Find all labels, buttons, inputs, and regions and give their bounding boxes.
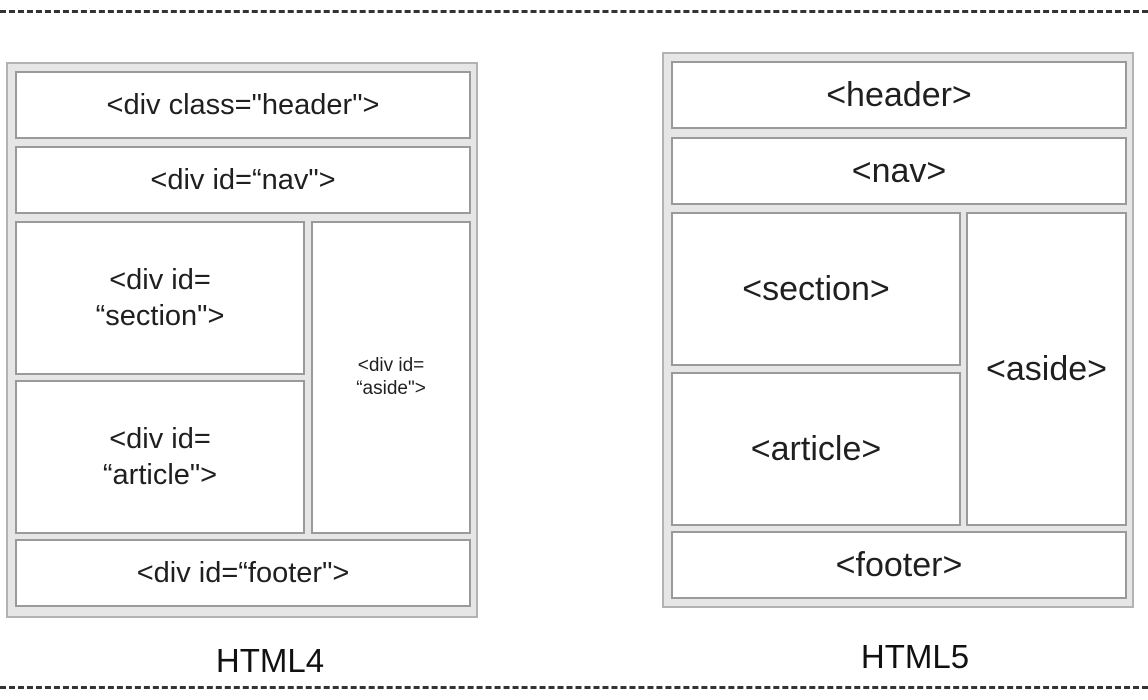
html5-caption: HTML5 <box>860 638 970 675</box>
html5-header-box: <header> <box>671 61 1127 129</box>
html4-section-box: <div id= “section"> <box>15 221 305 375</box>
html4-nav-box: <div id=“nav"> <box>15 146 471 214</box>
html4-layout-diagram: <div class="header"> <div id=“nav"> <div… <box>6 62 478 618</box>
html4-article-box: <div id= “article"> <box>15 380 305 534</box>
html5-layout-diagram: <header> <nav> <section> <article> <asid… <box>662 52 1134 608</box>
html5-aside-box: <aside> <box>966 212 1127 526</box>
html4-header-box: <div class="header"> <box>15 71 471 139</box>
html5-article-box: <article> <box>671 372 961 526</box>
html5-section-box: <section> <box>671 212 961 366</box>
html5-footer-box: <footer> <box>671 531 1127 599</box>
html4-aside-box: <div id= “aside"> <box>311 221 471 534</box>
bottom-dashed-separator <box>0 686 1148 689</box>
html4-caption: HTML4 <box>215 642 325 679</box>
html5-nav-box: <nav> <box>671 137 1127 205</box>
top-dashed-separator <box>0 10 1148 13</box>
html4-footer-box: <div id=“footer"> <box>15 539 471 607</box>
